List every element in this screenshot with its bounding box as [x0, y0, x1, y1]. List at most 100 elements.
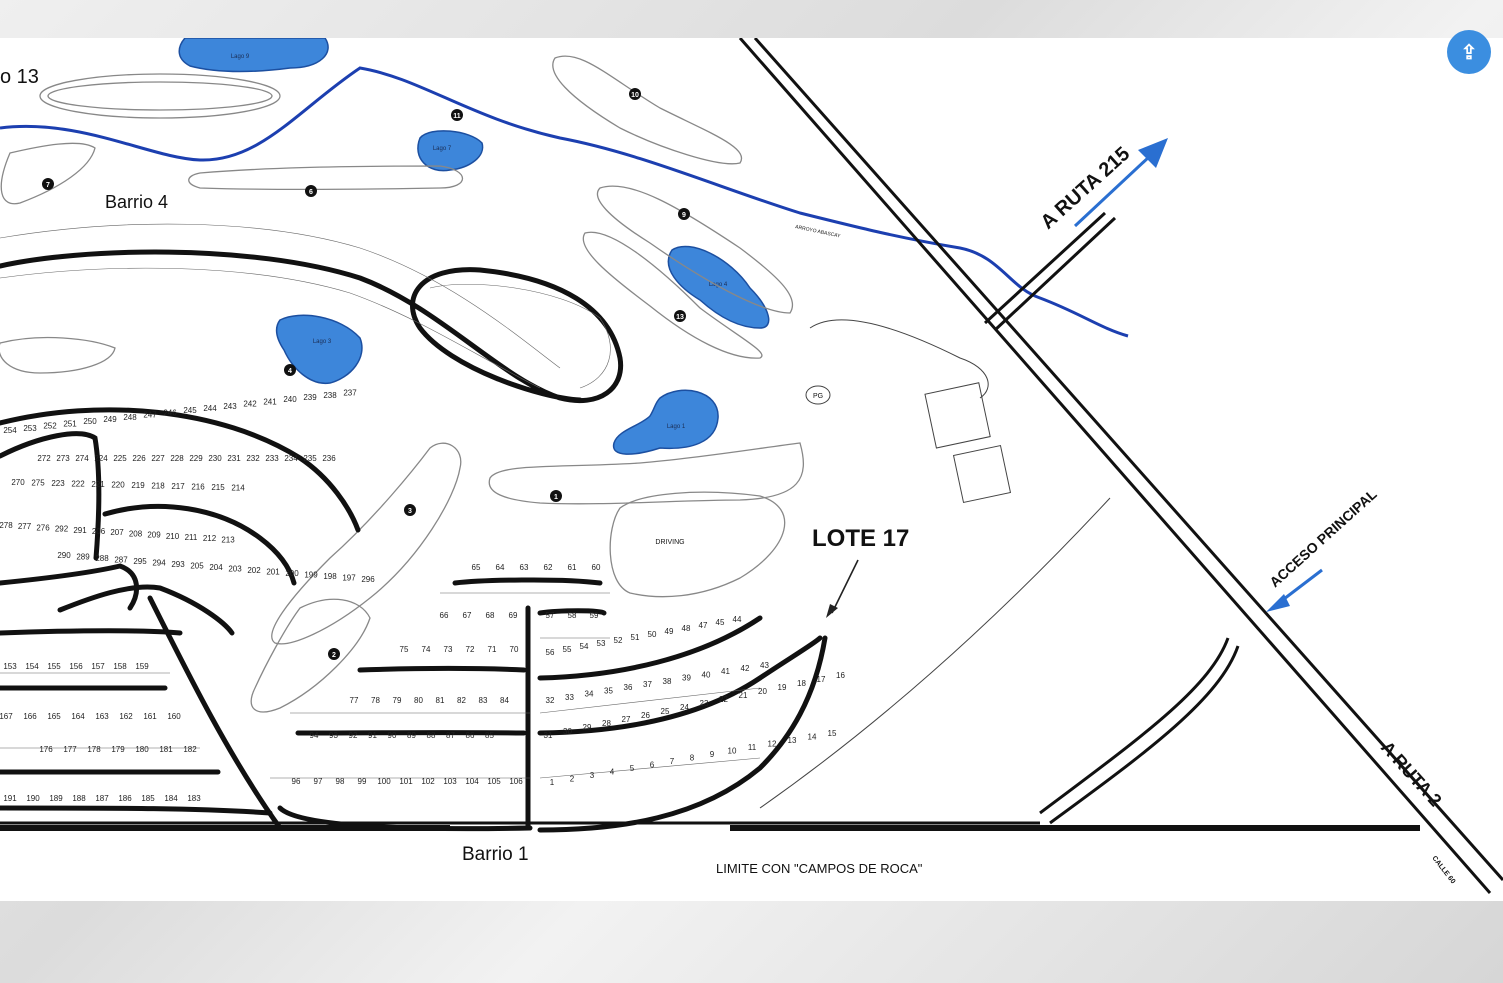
- lot-number: 214: [231, 484, 245, 493]
- lot-number: 83: [479, 696, 488, 705]
- lot-number: 238: [323, 391, 337, 400]
- lot-number: 54: [580, 642, 589, 651]
- lot-number: 69: [509, 611, 518, 620]
- lot-number: 71: [488, 645, 497, 654]
- lot-number: 4: [610, 768, 615, 777]
- lot-number: 61: [568, 563, 577, 572]
- lot-number: 250: [83, 417, 97, 426]
- lake-7-label: Lago 7: [433, 146, 452, 152]
- lot-number: 2: [570, 775, 575, 784]
- lake-1-label: Lago 1: [667, 424, 686, 430]
- lot-number: 293: [171, 560, 185, 569]
- lot-number: 43: [760, 661, 769, 670]
- lot-number: 233: [265, 454, 279, 463]
- lot-number: 167: [0, 712, 13, 721]
- svg-text:2: 2: [332, 652, 336, 659]
- lake-4-label: Lago 4: [709, 282, 728, 288]
- lot-number: 86: [466, 731, 475, 740]
- lot-number: 239: [303, 393, 317, 402]
- lot-number: 222: [71, 480, 85, 489]
- lot-number: 234: [284, 454, 298, 463]
- lot-number: 181: [159, 745, 173, 754]
- lot-number: 91: [368, 731, 377, 740]
- lot-number: 79: [393, 696, 402, 705]
- lot-number: 156: [69, 662, 83, 671]
- lot-number: 11: [748, 743, 757, 752]
- lot-number: 288: [95, 554, 109, 563]
- lot-number: 73: [444, 645, 453, 654]
- lot-number: 210: [166, 532, 180, 541]
- lot-number: 226: [132, 454, 146, 463]
- lot-number: 96: [292, 777, 301, 786]
- lot-number: 176: [39, 745, 53, 754]
- lot-number: 29: [583, 723, 592, 732]
- lot-number: 161: [143, 712, 157, 721]
- lot-number: 98: [336, 777, 345, 786]
- lot-number: 229: [189, 454, 203, 463]
- lot-number: 30: [563, 727, 572, 736]
- lot-number: 164: [71, 712, 85, 721]
- lot-number: 45: [716, 618, 725, 627]
- lot-grid: [0, 223, 761, 779]
- svg-text:11: 11: [453, 113, 461, 120]
- svg-text:13: 13: [676, 314, 684, 321]
- svg-text:7: 7: [46, 182, 50, 189]
- lot-number: 55: [563, 645, 572, 654]
- lot-number: 17: [817, 675, 826, 684]
- facilities: [759, 319, 1111, 809]
- svg-text:9: 9: [682, 212, 686, 219]
- lot-number: 58: [568, 611, 577, 620]
- lot-number: 65: [472, 563, 481, 572]
- lot-number: 9: [710, 750, 715, 759]
- lot-number: 66: [440, 611, 449, 620]
- lot-number: 89: [407, 731, 416, 740]
- lot-number: 48: [682, 624, 691, 633]
- lot-number: 278: [0, 521, 13, 530]
- lot-number: 232: [246, 454, 260, 463]
- stream-upper: [0, 66, 1129, 338]
- acceso-arrow: [1279, 568, 1323, 604]
- lot-number: 40: [702, 670, 711, 679]
- arroyo-label: ARROYO ABASCAY: [795, 224, 842, 240]
- lot-number: 23: [700, 699, 709, 708]
- lot-number: 24: [680, 703, 689, 712]
- lot-number: 27: [622, 715, 631, 724]
- ruta-215-label: A RUTA 215: [1037, 143, 1135, 234]
- lot-number: 64: [496, 563, 505, 572]
- lot-number: 49: [665, 627, 674, 636]
- lot-number: 8: [690, 754, 695, 763]
- lot-number: 254: [3, 426, 17, 435]
- lot-number: 28: [602, 719, 611, 728]
- lot-number: 205: [190, 562, 204, 571]
- lot-number: 224: [94, 454, 108, 463]
- lot-number: 182: [183, 745, 197, 754]
- lot-number: 217: [171, 482, 185, 491]
- lot-number: 200: [285, 569, 299, 578]
- lot-number: 82: [457, 696, 466, 705]
- lot-number: 50: [648, 630, 657, 639]
- lot-number: 84: [500, 696, 509, 705]
- barrio-1-label: Barrio 1: [462, 844, 529, 865]
- lot-number: 39: [682, 674, 691, 683]
- export-button[interactable]: ⇪: [1447, 30, 1491, 74]
- lake-3: [275, 314, 363, 385]
- lot-number: 44: [733, 615, 742, 624]
- lot-number: 85: [485, 731, 494, 740]
- lot-number: 251: [63, 419, 77, 428]
- lot-number: 240: [283, 395, 297, 404]
- lot-number: 199: [304, 571, 318, 580]
- hole-markers: 1 2 3 4 6 7 9 10 11 13: [42, 88, 690, 660]
- lot-number: 186: [118, 794, 132, 803]
- lot-number: 38: [663, 677, 672, 686]
- lot-number: 13: [788, 736, 797, 745]
- lake-7: [417, 130, 484, 172]
- lot-number: 247: [143, 411, 157, 420]
- lot-number: 42: [741, 664, 750, 673]
- lot-number: 104: [465, 777, 479, 786]
- lot-number: 165: [47, 712, 61, 721]
- lot-number: 225: [113, 454, 127, 463]
- lot-number: 19: [778, 683, 787, 692]
- lot-number: 100: [377, 777, 391, 786]
- lot-number: 236: [322, 454, 336, 463]
- lot-number: 290: [57, 551, 71, 560]
